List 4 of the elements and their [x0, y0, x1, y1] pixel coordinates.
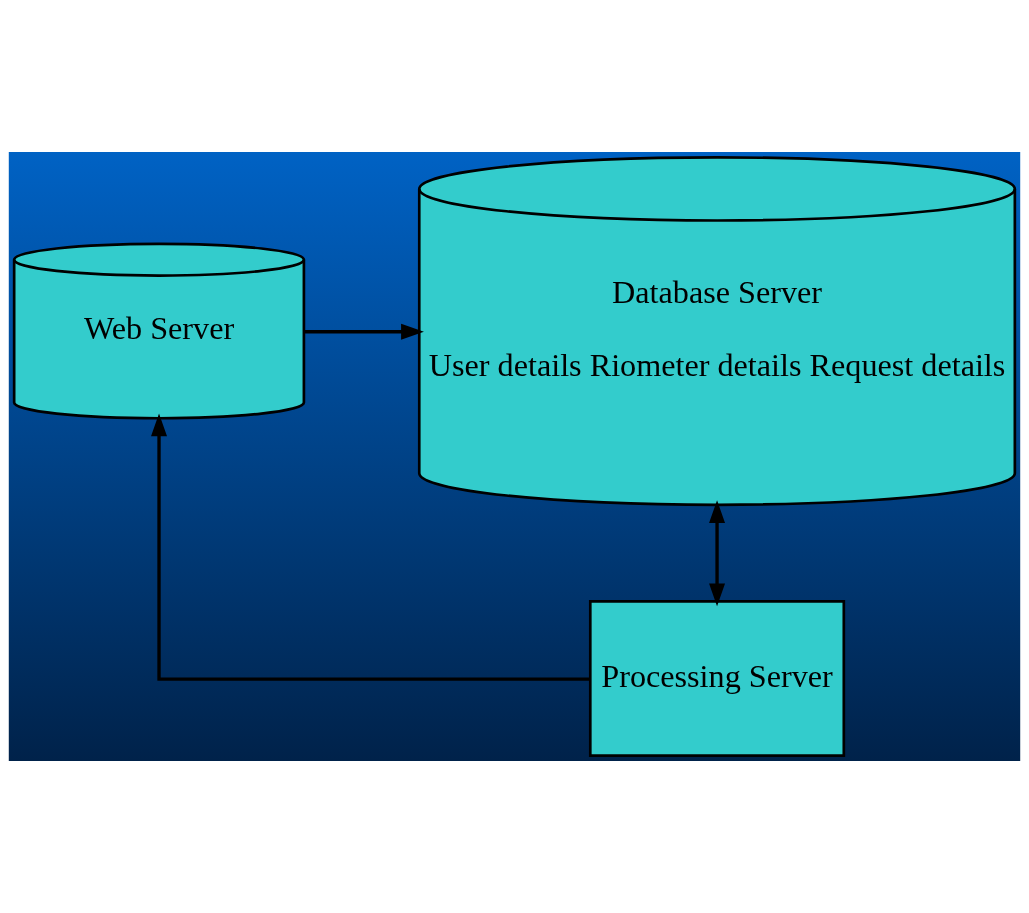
node-box: Processing Server	[588, 600, 846, 757]
arrow	[304, 323, 424, 340]
arrow	[709, 500, 726, 607]
arrow	[151, 413, 591, 681]
